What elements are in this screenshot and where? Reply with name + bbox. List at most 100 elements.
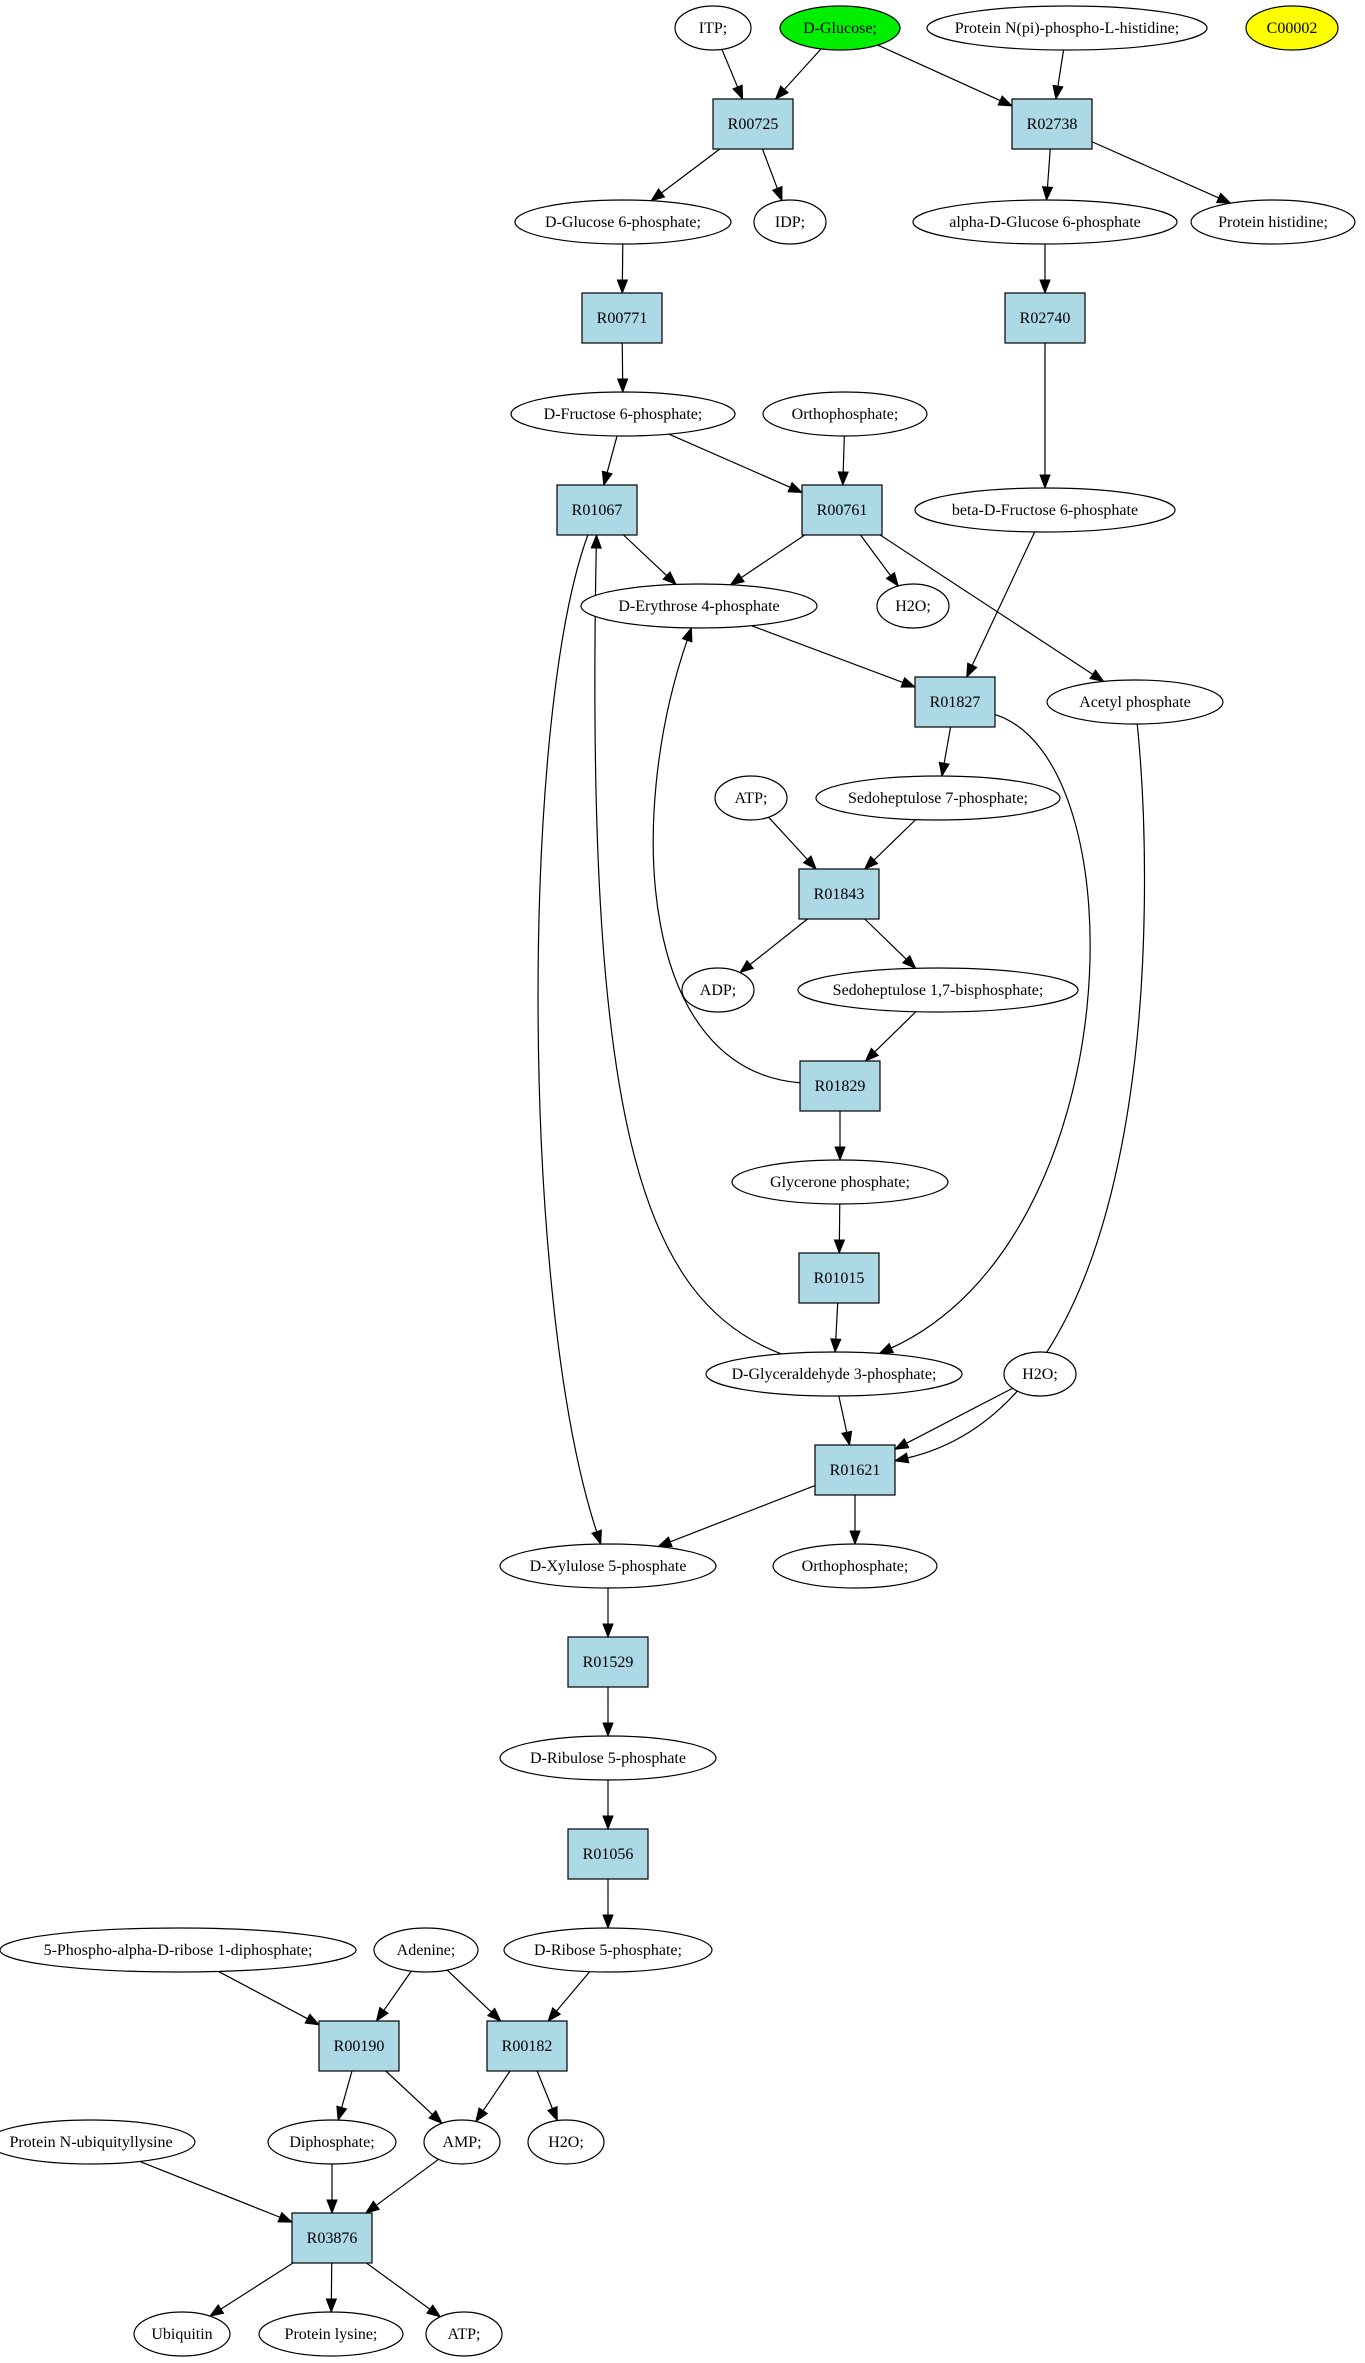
reaction-node-r01829[interactable]: R01829 [799, 1060, 881, 1112]
edge-r00182-to-h2o3 [536, 2070, 558, 2122]
compound-node-dglucose[interactable]: D-Glucose; [779, 5, 901, 51]
compound-ellipse [779, 5, 901, 51]
edge-r00761-to-acetylp [879, 534, 1105, 683]
compound-ellipse [926, 5, 1208, 51]
reaction-node-r00771[interactable]: R00771 [581, 292, 663, 344]
edge-diphos-to-r03876 [326, 2164, 338, 2215]
edge-dga3p-to-r01067 [590, 533, 782, 1355]
edge-r00761-to-dery4p [729, 534, 806, 586]
edge-r01067-to-dxyl5p [537, 534, 602, 1546]
edge-h2o2-to-r01621 [893, 1387, 1013, 1450]
compound-node-prothis[interactable]: Protein histidine; [1190, 199, 1356, 245]
reaction-label: R00761 [817, 502, 868, 519]
edge-bdfru6p-to-r01827 [966, 531, 1036, 679]
compound-node-sed17bp[interactable]: Sedoheptulose 1,7-bisphosphate; [797, 967, 1079, 1013]
compound-node-atp1[interactable]: ATP; [714, 775, 788, 821]
compound-node-ubiq[interactable]: Ubiquitin [133, 2311, 231, 2357]
reaction-node-r00761[interactable]: R00761 [801, 484, 883, 536]
compound-label: Protein N-ubiquityllysine [9, 2134, 172, 2151]
edge-r01621-to-dxyl5p [656, 1484, 816, 1548]
reaction-node-r01621[interactable]: R01621 [814, 1444, 896, 1496]
reaction-node-r01827[interactable]: R01827 [914, 676, 996, 728]
compound-ellipse [714, 775, 788, 821]
compound-node-h2o2[interactable]: H2O; [1003, 1351, 1077, 1397]
edge-r03876-to-ubiq [208, 2262, 294, 2317]
compound-node-diphos[interactable]: Diphosphate; [267, 2119, 397, 2165]
compound-node-amp[interactable]: AMP; [423, 2119, 501, 2165]
compound-label: H2O; [1022, 1366, 1058, 1383]
reaction-node-r00182[interactable]: R00182 [486, 2020, 568, 2072]
compound-label: AMP; [442, 2134, 481, 2151]
compound-node-orthop2[interactable]: Orthophosphate; [772, 1543, 938, 1589]
reaction-node-r01067[interactable]: R01067 [556, 484, 638, 536]
edge-dfru6p-to-r00761 [668, 433, 804, 494]
compound-node-drib5p_ul[interactable]: D-Ribulose 5-phosphate [499, 1735, 717, 1781]
compound-node-adglc6p[interactable]: alpha-D-Glucose 6-phosphate [912, 199, 1178, 245]
compound-node-adenine[interactable]: Adenine; [373, 1927, 479, 1973]
compound-label: Protein histidine; [1218, 214, 1328, 231]
compound-label: D-Fructose 6-phosphate; [544, 406, 703, 423]
edge-r01827-to-sed7p [938, 726, 952, 778]
edge-r03876-to-atp2 [366, 2262, 442, 2318]
edge-r01843-to-sed17bp [864, 918, 917, 970]
edge-r01843-to-adp [738, 918, 808, 974]
reaction-node-r01056[interactable]: R01056 [567, 1828, 649, 1880]
reaction-node-r03876[interactable]: R03876 [291, 2212, 373, 2264]
edge-r00761-to-h2o1 [860, 534, 900, 588]
compound-node-bdfru6p[interactable]: beta-D-Fructose 6-phosphate [914, 487, 1176, 533]
compound-ellipse [503, 1927, 713, 1973]
compound-node-drib5p[interactable]: D-Ribose 5-phosphate; [503, 1927, 713, 1973]
compound-node-dglc6p[interactable]: D-Glucose 6-phosphate; [514, 199, 732, 245]
compound-label: D-Glucose; [803, 20, 877, 37]
reaction-node-r00725[interactable]: R00725 [712, 98, 794, 150]
compound-node-protnubl[interactable]: Protein N-ubiquityllysine [0, 2119, 196, 2165]
edge-atp1-to-r01843 [768, 816, 818, 871]
reaction-node-r02738[interactable]: R02738 [1011, 98, 1093, 150]
compound-label: ADP; [700, 982, 736, 999]
compound-node-glycp[interactable]: Glycerone phosphate; [731, 1159, 949, 1205]
compound-node-protnphis[interactable]: Protein N(pi)-phospho-L-histidine; [926, 5, 1208, 51]
compound-label: 5-Phospho-alpha-D-ribose 1-diphosphate; [44, 1942, 313, 1959]
compound-node-dxyl5p[interactable]: D-Xylulose 5-phosphate [499, 1543, 717, 1589]
compound-node-h2o1[interactable]: H2O; [876, 583, 950, 629]
compound-node-h2o3[interactable]: H2O; [527, 2119, 605, 2165]
compound-label: Orthophosphate; [792, 406, 899, 423]
edge-r01827-to-dga3p [878, 713, 1091, 1355]
compound-node-dfru6p[interactable]: D-Fructose 6-phosphate; [510, 391, 736, 437]
reaction-label: R01843 [814, 886, 865, 903]
reaction-node-r02740[interactable]: R02740 [1004, 292, 1086, 344]
compound-node-prpp[interactable]: 5-Phospho-alpha-D-ribose 1-diphosphate; [0, 1927, 357, 1973]
reaction-node-r01529[interactable]: R01529 [567, 1636, 649, 1688]
compound-label: beta-D-Fructose 6-phosphate [952, 502, 1138, 519]
reaction-node-r00190[interactable]: R00190 [318, 2020, 400, 2072]
reaction-label: R01015 [814, 1270, 865, 1287]
compound-node-sed7p[interactable]: Sedoheptulose 7-phosphate; [815, 775, 1061, 821]
edge-r01621-to-orthop2 [849, 1495, 861, 1546]
reaction-node-r01843[interactable]: R01843 [798, 868, 880, 920]
edge-r00190-to-diphos [336, 2070, 353, 2122]
compound-ellipse [499, 1543, 717, 1589]
compound-node-atp2[interactable]: ATP; [425, 2311, 503, 2357]
compound-node-adp[interactable]: ADP; [681, 967, 755, 1013]
reaction-box [291, 2212, 373, 2264]
edge-r02740-to-bdfru6p [1039, 343, 1051, 490]
compound-ellipse [527, 2119, 605, 2165]
compound-node-c00002[interactable]: C00002 [1245, 5, 1339, 51]
compound-node-protlys[interactable]: Protein lysine; [258, 2311, 404, 2357]
edge-drib5p-to-r00182 [547, 1971, 591, 2023]
reaction-label: R01621 [830, 1462, 881, 1479]
compound-node-orthop1[interactable]: Orthophosphate; [762, 391, 928, 437]
reaction-box [798, 1252, 880, 1304]
reaction-node-r01015[interactable]: R01015 [798, 1252, 880, 1304]
compound-node-dery4p[interactable]: D-Erythrose 4-phosphate [580, 583, 818, 629]
edge-dfru6p-to-r01067 [601, 435, 618, 487]
compound-label: D-Ribulose 5-phosphate [530, 1750, 686, 1767]
reaction-box [801, 484, 883, 536]
compound-node-idp[interactable]: IDP; [753, 199, 827, 245]
compound-label: D-Ribose 5-phosphate; [534, 1942, 682, 1959]
compound-node-dga3p[interactable]: D-Glyceraldehyde 3-phosphate; [705, 1351, 963, 1397]
edge-prpp-to-r00190 [218, 1970, 321, 2026]
edge-dglucose-to-r02738 [877, 44, 1014, 107]
compound-node-itp[interactable]: ITP; [674, 5, 752, 51]
compound-node-acetylp[interactable]: Acetyl phosphate [1046, 679, 1224, 725]
